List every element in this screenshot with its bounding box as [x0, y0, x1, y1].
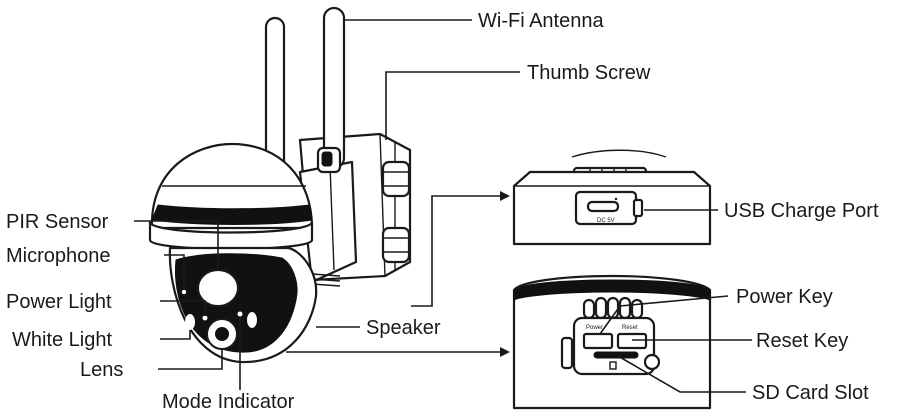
reset-button-text: Reset	[622, 325, 638, 331]
label-white-light: White Light	[12, 329, 112, 351]
lens-inner	[215, 327, 229, 341]
microphone-hole	[181, 289, 187, 295]
label-speaker: Speaker	[366, 317, 441, 339]
dome-housing	[148, 142, 314, 251]
label-power-light: Power Light	[6, 291, 112, 313]
white-light-right	[247, 312, 257, 328]
label-mode-indicator: Mode Indicator	[162, 391, 295, 413]
wifi-antenna-front	[316, 6, 346, 174]
camera-head	[168, 246, 318, 364]
label-lens: Lens	[80, 359, 123, 381]
usb-port-detail: DC 5V	[512, 149, 712, 246]
mode-indicator-led	[237, 311, 243, 317]
label-sd-card-slot: SD Card Slot	[752, 382, 869, 404]
camera-illustration	[148, 6, 412, 364]
keys-sd-detail: Power Reset	[512, 274, 712, 410]
reset-key	[616, 332, 648, 350]
power-key	[582, 332, 614, 350]
dc-port-text: DC 5V	[597, 218, 615, 224]
label-thumb-screw: Thumb Screw	[527, 62, 651, 84]
white-light-left	[185, 314, 195, 330]
thumb-screw-bottom	[381, 226, 411, 264]
leader-lines	[134, 19, 752, 393]
label-usb-charge-port: USB Charge Port	[724, 200, 879, 222]
label-reset-key: Reset Key	[756, 330, 848, 352]
label-wifi-antenna: Wi-Fi Antenna	[478, 10, 604, 32]
callout-labels: Wi-Fi Antenna Thumb Screw USB Charge Por…	[6, 10, 879, 413]
label-microphone: Microphone	[6, 245, 111, 267]
power-button-text: Power	[586, 325, 603, 331]
power-light-led	[202, 315, 208, 321]
label-power-key: Power Key	[736, 286, 833, 308]
sd-card-slot	[593, 351, 639, 359]
thumb-screw-top	[381, 160, 411, 198]
label-pir-sensor: PIR Sensor	[6, 211, 109, 233]
